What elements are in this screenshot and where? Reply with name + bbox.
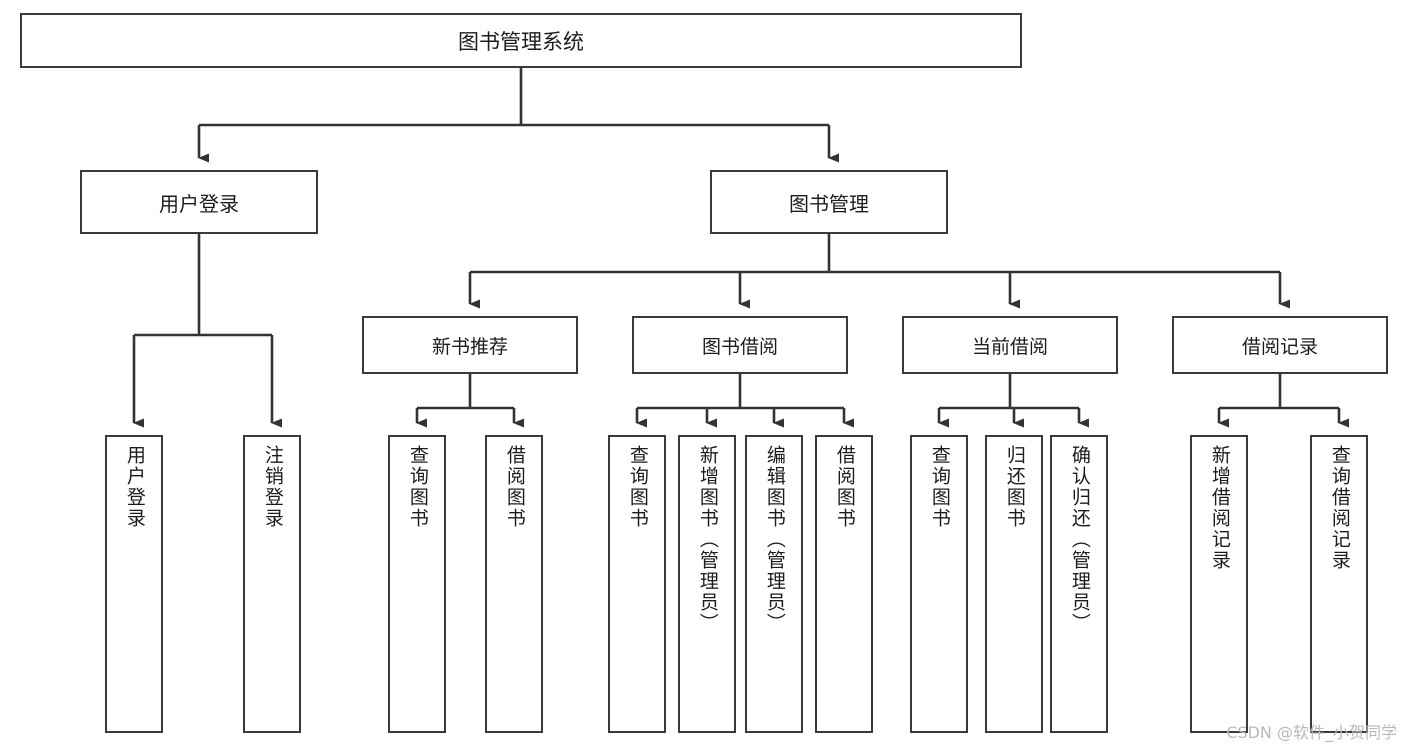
node-book-borrow[interactable]: 图书借阅 bbox=[632, 316, 848, 374]
node-book-management[interactable]: 图书管理 bbox=[710, 170, 948, 234]
node-leaf-edit-book-label: 编辑图书（管理员） bbox=[763, 445, 786, 634]
node-user-login[interactable]: 用户登录 bbox=[80, 170, 318, 234]
node-leaf-borrow-book-2[interactable]: 借阅图书 bbox=[815, 435, 873, 733]
node-leaf-query-book-1[interactable]: 查询图书 bbox=[388, 435, 446, 733]
node-root-label: 图书管理系统 bbox=[458, 29, 584, 54]
node-current-borrow[interactable]: 当前借阅 bbox=[902, 316, 1118, 374]
node-leaf-borrow-book-2-label: 借阅图书 bbox=[833, 445, 856, 529]
node-borrow-record-label: 借阅记录 bbox=[1241, 335, 1318, 358]
node-leaf-add-record[interactable]: 新增借阅记录 bbox=[1190, 435, 1248, 733]
node-new-book-recommend-label: 新书推荐 bbox=[431, 335, 508, 358]
node-current-borrow-label: 当前借阅 bbox=[971, 335, 1048, 358]
node-leaf-add-book-label: 新增图书（管理员） bbox=[696, 445, 719, 634]
node-leaf-logout[interactable]: 注销登录 bbox=[243, 435, 301, 733]
node-book-borrow-label: 图书借阅 bbox=[701, 335, 778, 358]
csdn-watermark: CSDN @软件_小贺同学 bbox=[1226, 723, 1397, 742]
node-leaf-user-login[interactable]: 用户登录 bbox=[105, 435, 163, 733]
node-root[interactable]: 图书管理系统 bbox=[20, 13, 1022, 68]
node-leaf-query-book-2[interactable]: 查询图书 bbox=[608, 435, 666, 733]
node-leaf-add-book[interactable]: 新增图书（管理员） bbox=[678, 435, 736, 733]
node-leaf-edit-book[interactable]: 编辑图书（管理员） bbox=[745, 435, 803, 733]
node-leaf-query-book-1-label: 查询图书 bbox=[406, 445, 429, 529]
node-leaf-user-login-label: 用户登录 bbox=[123, 445, 146, 529]
node-leaf-query-book-3-label: 查询图书 bbox=[928, 445, 951, 529]
node-leaf-query-record[interactable]: 查询借阅记录 bbox=[1310, 435, 1368, 733]
node-new-book-recommend[interactable]: 新书推荐 bbox=[362, 316, 578, 374]
node-leaf-return-book[interactable]: 归还图书 bbox=[985, 435, 1043, 733]
node-leaf-return-book-label: 归还图书 bbox=[1003, 445, 1026, 529]
node-leaf-borrow-book-1-label: 借阅图书 bbox=[503, 445, 526, 529]
node-leaf-query-book-3[interactable]: 查询图书 bbox=[910, 435, 968, 733]
node-leaf-query-book-2-label: 查询图书 bbox=[626, 445, 649, 529]
node-book-management-label: 图书管理 bbox=[789, 191, 869, 216]
node-leaf-confirm-return[interactable]: 确认归还（管理员） bbox=[1050, 435, 1108, 733]
node-borrow-record[interactable]: 借阅记录 bbox=[1172, 316, 1388, 374]
node-leaf-confirm-return-label: 确认归还（管理员） bbox=[1068, 445, 1091, 634]
node-leaf-logout-label: 注销登录 bbox=[261, 445, 284, 529]
node-user-login-label: 用户登录 bbox=[159, 191, 239, 216]
node-leaf-add-record-label: 新增借阅记录 bbox=[1208, 445, 1231, 571]
node-leaf-borrow-book-1[interactable]: 借阅图书 bbox=[485, 435, 543, 733]
node-leaf-query-record-label: 查询借阅记录 bbox=[1328, 445, 1351, 571]
